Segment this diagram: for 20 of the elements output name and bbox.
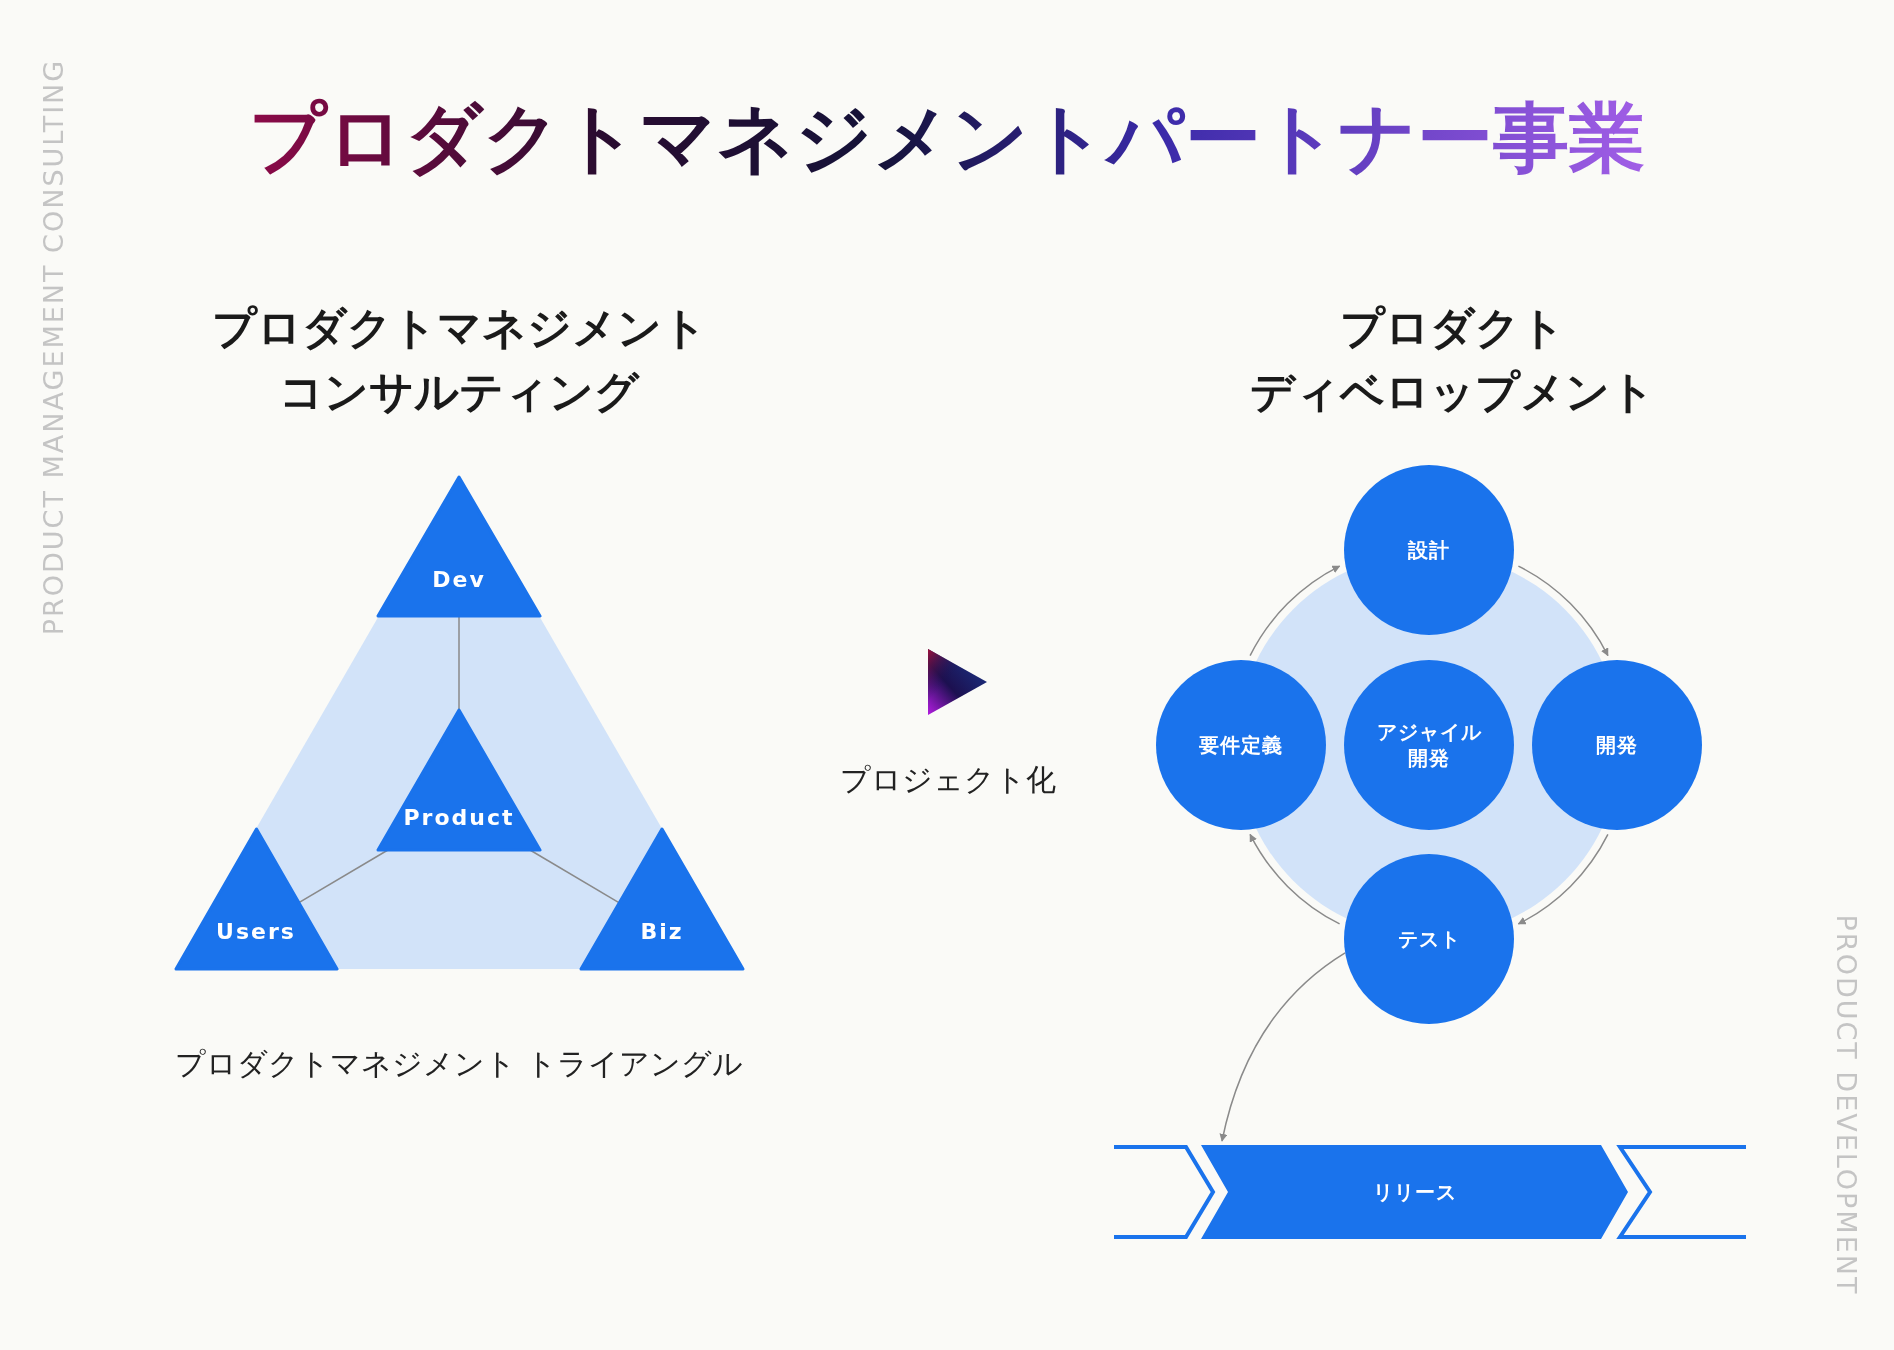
arrow	[1249, 833, 1341, 925]
triangle: Users	[175, 829, 337, 969]
caption: プロジェクト化	[840, 761, 1056, 799]
triangle: Biz	[581, 829, 743, 969]
arrow	[1219, 952, 1346, 1142]
triangle: Product	[378, 710, 540, 850]
circle: アジャイル開発	[1344, 660, 1514, 830]
step-outline	[1114, 1147, 1213, 1237]
arrow	[1517, 565, 1609, 657]
circle: 要件定義	[1156, 660, 1326, 830]
triangle: Dev	[378, 477, 540, 616]
circle: 開発	[1532, 660, 1702, 830]
arrow	[1517, 833, 1609, 925]
circle: テスト	[1344, 854, 1514, 1024]
process-step: リリース	[1201, 1145, 1628, 1239]
circle: 設計	[1344, 465, 1514, 635]
section-heading: プロダクトディベロップメント	[1249, 301, 1655, 419]
arrow	[1249, 565, 1341, 657]
section-heading: プロダクトマネジメントコンサルティング	[211, 301, 707, 419]
caption: プロダクトマネジメント トライアングル	[175, 1045, 743, 1083]
